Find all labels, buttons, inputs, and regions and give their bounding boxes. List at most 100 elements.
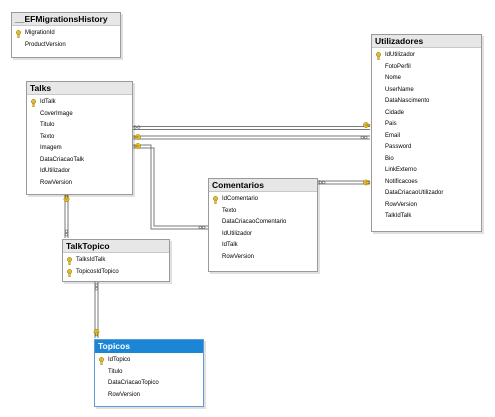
table-column[interactable]: DataCriacaoUtilizador (372, 188, 481, 200)
column-name: RowVersion (40, 179, 73, 186)
column-name: DataCriacaoTopico (108, 380, 159, 386)
table-column[interactable]: DataCriacaoComentario (209, 217, 317, 229)
table-utilizadores[interactable]: Utilizadores IdUtilizador FotoPerfil Nom… (371, 34, 482, 232)
infinity-end-icon (133, 125, 141, 129)
table-column[interactable]: Bio (372, 154, 481, 166)
infinity-end-icon (360, 135, 368, 140)
utilizadores-talks-relationship[interactable] (131, 134, 370, 140)
column-name: LinkExterno (385, 167, 417, 173)
table-column[interactable]: Titulo (95, 367, 203, 379)
table-column[interactable]: Notificacoes (372, 177, 481, 189)
column-name: IdUtilizador (40, 168, 71, 174)
column-name: RowVersion (222, 253, 255, 260)
column-name: Notificacoes (385, 178, 418, 185)
key-end-icon (363, 122, 371, 128)
column-name: CoverImage (40, 110, 73, 117)
column-name: IdUtilizador (385, 52, 416, 58)
column-name: Cidade (385, 109, 405, 116)
key-end-icon (133, 134, 141, 140)
table-column[interactable]: FotoPerfil (372, 62, 481, 74)
table-column[interactable]: IdUtilizador (209, 229, 317, 241)
column-name: DataCriacaoUtilizador (385, 190, 444, 196)
table-column[interactable]: Pais (372, 119, 481, 131)
column-name: UserName (385, 86, 414, 93)
column-name: TopicosIdTopico (76, 268, 119, 275)
column-name: IdTalk (40, 99, 56, 105)
comentarios-utilizadores-relationship[interactable] (316, 179, 371, 186)
column-name: MigrationId (25, 30, 55, 36)
table-column[interactable]: RowVersion (95, 390, 203, 402)
table-column[interactable]: Texto (27, 132, 132, 144)
column-name: DataCriacaoTalk (40, 156, 85, 163)
table-column[interactable]: ProductVersion (12, 40, 120, 52)
table-column[interactable]: IdTalk (209, 240, 317, 252)
key-icon (67, 257, 72, 265)
table-column[interactable]: TopicosIdTopico (63, 267, 169, 279)
column-name: DataNascimento (385, 98, 430, 104)
key-icon (376, 52, 381, 60)
table-title: Talks (27, 82, 132, 95)
key-end-icon (133, 143, 141, 149)
column-name: Texto (222, 207, 237, 214)
infinity-end-icon (198, 225, 206, 230)
column-name: IdUtilizador (222, 230, 253, 237)
table-column[interactable]: CoverImage (27, 109, 132, 121)
key-icon (99, 357, 104, 365)
table-talktopico[interactable]: TalkTopico TalksIdTalk TopicosIdTopico (62, 239, 170, 282)
column-name: FotoPerfil (385, 63, 411, 70)
table-column[interactable]: DataCriacaoTalk (27, 155, 132, 167)
column-name: Email (385, 132, 401, 139)
table-column[interactable]: RowVersion (27, 178, 132, 190)
table-column[interactable]: TalkIdTalk (372, 211, 481, 223)
table-topicos[interactable]: Topicos IdTopico Titulo DataCriacaoTopic… (94, 339, 204, 407)
talktopico-talks-relationship[interactable] (63, 193, 70, 238)
table-column[interactable]: MigrationId (12, 28, 120, 40)
table-column[interactable]: Titulo (27, 120, 132, 132)
table-title: Utilizadores (372, 35, 481, 48)
table-column[interactable]: RowVersion (372, 200, 481, 212)
table-column[interactable]: Cidade (372, 108, 481, 120)
table-column[interactable]: Password (372, 142, 481, 154)
talks-utilizadores-relationship[interactable] (131, 122, 371, 130)
table-column[interactable]: TalksIdTalk (63, 255, 169, 267)
table-title: __EFMigrationsHistory (12, 13, 120, 26)
table-column[interactable]: DataNascimento (372, 96, 481, 108)
table-title: TalkTopico (63, 240, 169, 253)
talktopico-topicos-relationship[interactable] (93, 280, 100, 338)
comentarios-talks-relationship[interactable] (131, 143, 208, 230)
table-column[interactable]: DataCriacaoTopico (95, 378, 203, 390)
table-column[interactable]: IdTopico (95, 355, 203, 367)
table-talks[interactable]: Talks IdTalk CoverImage Titulo Texto Ima… (26, 81, 133, 195)
key-end-icon (63, 194, 70, 202)
key-icon (213, 196, 218, 204)
table-column[interactable]: IdUtilizador (27, 166, 132, 178)
key-end-icon (363, 179, 371, 186)
table-column[interactable]: Nome (372, 73, 481, 85)
table-comentarios[interactable]: Comentarios IdComentario Texto DataCriac… (208, 178, 318, 272)
table-title: Comentarios (209, 179, 317, 192)
key-end-icon (93, 329, 100, 337)
key-icon (16, 30, 21, 38)
column-name: Texto (40, 133, 55, 140)
infinity-end-icon (64, 229, 69, 237)
column-name: Bio (385, 155, 394, 162)
table-efmigrationshistory[interactable]: __EFMigrationsHistory MigrationId Produc… (11, 12, 121, 58)
table-column[interactable]: LinkExterno (372, 165, 481, 177)
table-column[interactable]: Texto (209, 206, 317, 218)
infinity-end-icon (318, 180, 326, 185)
column-name: IdTalk (222, 242, 238, 248)
table-column[interactable]: RowVersion (209, 252, 317, 264)
column-name: Imagem (40, 145, 62, 151)
column-name: IdTopico (108, 357, 131, 363)
table-column[interactable]: Imagem (27, 143, 132, 155)
table-column[interactable]: IdTalk (27, 97, 132, 109)
column-name: Titulo (40, 122, 55, 128)
table-column[interactable]: Email (372, 131, 481, 143)
table-column[interactable]: IdUtilizador (372, 50, 481, 62)
key-icon (67, 268, 72, 277)
column-name: Titulo (108, 368, 123, 375)
column-name: Password (385, 144, 412, 150)
column-name: IdComentario (222, 196, 259, 202)
table-column[interactable]: IdComentario (209, 194, 317, 206)
table-column[interactable]: UserName (372, 85, 481, 97)
